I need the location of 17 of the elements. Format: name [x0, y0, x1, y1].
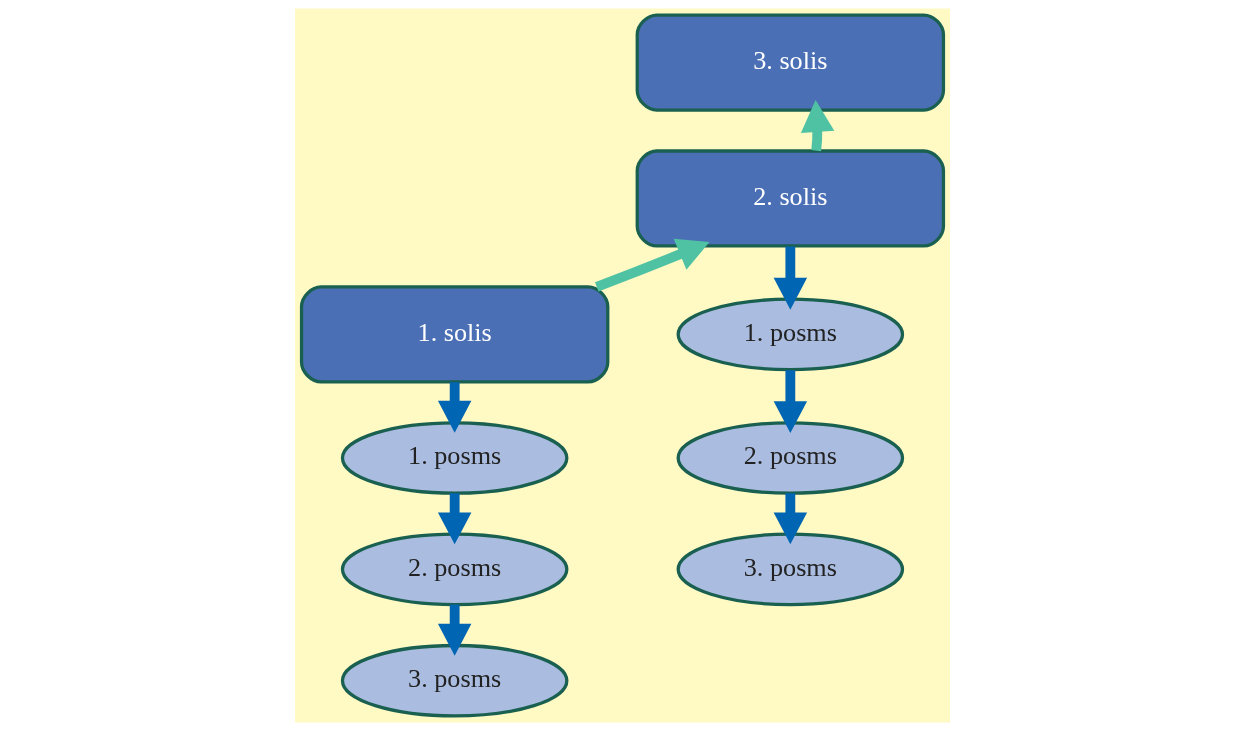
arrow	[437, 382, 471, 433]
node-ellipse: 3. posms	[676, 532, 904, 607]
arrow	[594, 238, 709, 292]
node-ellipse: 1. posms	[340, 421, 568, 495]
node-ellipse: 2. posms	[340, 532, 568, 607]
arrow	[437, 604, 471, 656]
node-ellipse: 2. posms	[676, 421, 904, 495]
node-box: 2. solis	[635, 149, 945, 248]
arrow	[437, 493, 471, 545]
node-ellipse: 1. posms	[676, 297, 904, 372]
node-box: 1. solis	[299, 285, 609, 384]
arrow	[773, 370, 807, 434]
arrow	[773, 246, 807, 310]
arrow	[773, 493, 807, 545]
arrow	[800, 100, 834, 152]
node-ellipse: 3. posms	[340, 643, 568, 718]
node-box: 3. solis	[635, 13, 945, 112]
